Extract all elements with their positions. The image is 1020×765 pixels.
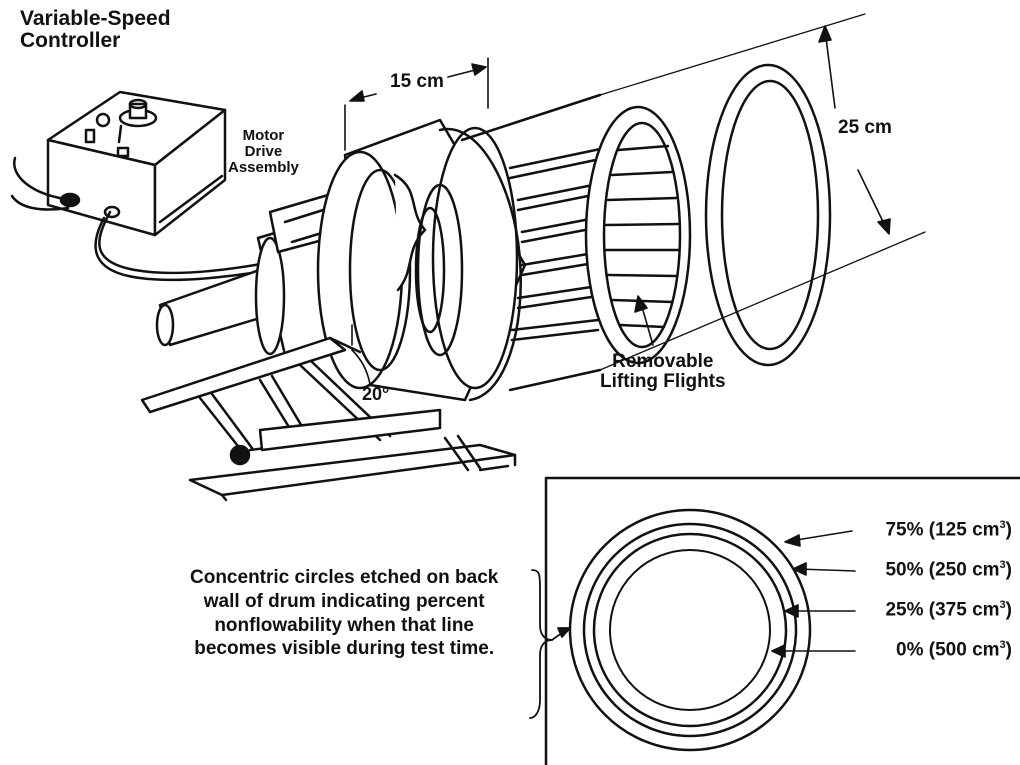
motor-label-line2: Drive	[244, 142, 283, 160]
angle-label: 20°	[362, 384, 390, 404]
motor-label-line1: Motor	[242, 127, 285, 144]
tilting-stand	[140, 336, 517, 502]
length-dimension	[344, 57, 489, 151]
caption-brace	[529, 569, 571, 719]
flights-leader	[634, 295, 654, 346]
caption-line4: becomes visible during test time.	[194, 638, 495, 660]
ring-label-0: 0% (500 cm3)	[896, 639, 1012, 661]
drum	[316, 93, 602, 402]
motor-drive-label: Motor Drive Assembly	[228, 128, 299, 175]
removable-flight-ring	[584, 105, 692, 365]
caption-line2: wall of drum indicating percent	[203, 590, 485, 612]
ring-label-25: 25% (375 cm3)	[885, 599, 1012, 621]
ring-leaders	[771, 530, 856, 658]
drum-end-ring	[704, 63, 832, 367]
motor-label-line3: Assembly	[228, 158, 299, 176]
diameter-dimension	[818, 25, 891, 235]
ring-label-50: 50% (250 cm3)	[885, 559, 1012, 581]
length-label: 15 cm	[390, 71, 444, 92]
controller-label-line1: Variable-Speed	[20, 7, 171, 30]
drum-outline-lines	[599, 13, 926, 371]
caption-line1: Concentric circles etched on back	[190, 567, 499, 588]
flights-label: Removable Lifting Flights	[600, 352, 726, 392]
ring-label-75: 75% (125 cm3)	[885, 519, 1012, 541]
angle-marker	[351, 324, 371, 386]
flights-label-line2: Lifting Flights	[600, 370, 726, 392]
diameter-label: 25 cm	[838, 117, 892, 138]
controller-cables	[10, 156, 274, 282]
flights-label-line1: Removable	[612, 351, 714, 372]
back-wall-panel	[544, 476, 1020, 765]
controller-label: Variable-Speed Controller	[20, 7, 171, 53]
back-wall-caption: Concentric circles etched on back wall o…	[190, 566, 498, 661]
caption-line3: nonflowability when that line	[214, 614, 474, 636]
controller-box	[46, 90, 227, 237]
controller-label-line2: Controller	[20, 29, 121, 53]
